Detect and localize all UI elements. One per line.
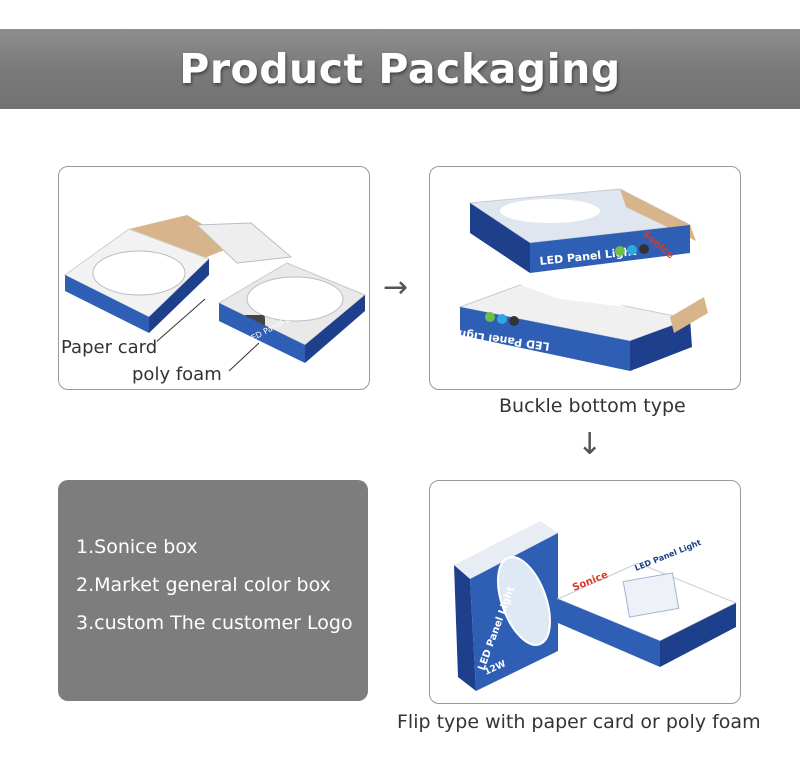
- paper-card-label: Paper card: [61, 337, 158, 358]
- poly-foam-label: poly foam: [132, 364, 222, 385]
- flip-open-boxes-photo: LED Panel Light Paper card poly foam: [58, 166, 370, 390]
- option-item: 1.Sonice box: [76, 536, 198, 558]
- packaging-options-list: 1.Sonice box 2.Market general color box …: [76, 532, 353, 646]
- buckle-boxes-illustration: LED Panel Light Sonice LED Panel Light: [452, 188, 708, 371]
- page-title: Product Packaging: [179, 45, 621, 93]
- flip-closed-boxes-photo: LED Panel Light 12W Sonice LED Panel Lig…: [429, 480, 741, 704]
- flip-closed-boxes-illustration: LED Panel Light 12W Sonice LED Panel Lig…: [454, 521, 738, 691]
- arrow-down-icon: ↓: [577, 427, 603, 462]
- option-item: 3.custom The customer Logo: [76, 612, 353, 634]
- flip-type-caption: Flip type with paper card or poly foam: [397, 711, 761, 733]
- flip-open-boxes-illustration: LED Panel Light: [64, 215, 366, 372]
- title-banner: Product Packaging: [0, 29, 800, 109]
- option-item: 2.Market general color box: [76, 574, 331, 596]
- buckle-boxes-photo: LED Panel Light Sonice LED Panel Light: [429, 166, 741, 390]
- flat-box-text: LED Panel Light: [633, 538, 702, 573]
- buckle-bottom-caption: Buckle bottom type: [499, 395, 686, 417]
- packaging-options-card: 1.Sonice box 2.Market general color box …: [58, 480, 368, 701]
- arrow-right-icon: →: [383, 270, 409, 305]
